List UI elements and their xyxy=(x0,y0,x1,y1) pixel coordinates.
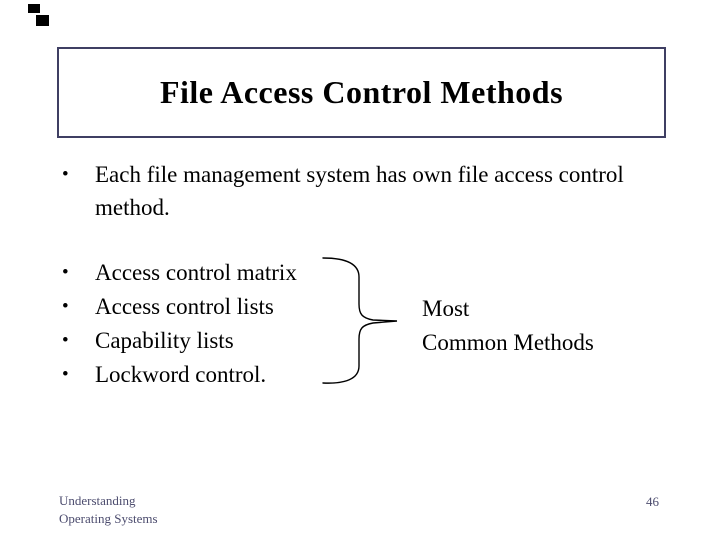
page-number: 46 xyxy=(646,494,659,509)
bullet-icon: • xyxy=(62,164,69,185)
bullet-icon: • xyxy=(62,364,69,385)
method-label-access-control-lists: Access control lists xyxy=(95,294,274,319)
bullet-icon: • xyxy=(62,330,69,351)
footer-line-2: Operating Systems xyxy=(59,511,158,526)
footer-line-1: Understanding xyxy=(59,493,136,508)
list-item: • Lockword control. xyxy=(62,358,297,392)
bullet-icon: • xyxy=(62,296,69,317)
bullet-icon: • xyxy=(62,262,69,283)
slide-title: File Access Control Methods xyxy=(159,74,564,110)
list-item: • Access control lists xyxy=(62,290,297,324)
intro-bullet-line-2: method. xyxy=(95,195,170,220)
footer-course-name: Understanding Operating Systems xyxy=(59,492,158,528)
list-item: • Access control matrix xyxy=(62,256,297,290)
brace-label: Most Common Methods xyxy=(422,292,594,360)
brace-label-line-2: Common Methods xyxy=(422,330,594,355)
corner-artifact-1 xyxy=(28,4,40,13)
title-box: File Access Control Methods xyxy=(57,47,666,138)
list-item: • Capability lists xyxy=(62,324,297,358)
corner-artifact-2 xyxy=(36,15,49,26)
intro-bullet-text: Each file management system has own file… xyxy=(95,158,624,224)
intro-bullet-line-1: Each file management system has own file… xyxy=(95,162,624,187)
methods-list: • Access control matrix • Access control… xyxy=(62,256,297,392)
brace-label-line-1: Most xyxy=(422,296,470,321)
method-label-access-control-matrix: Access control matrix xyxy=(95,260,297,285)
right-brace-icon xyxy=(322,257,398,384)
method-label-lockword-control: Lockword control. xyxy=(95,362,267,387)
intro-bullet-paragraph: • Each file management system has own fi… xyxy=(62,158,624,224)
method-label-capability-lists: Capability lists xyxy=(95,328,234,353)
